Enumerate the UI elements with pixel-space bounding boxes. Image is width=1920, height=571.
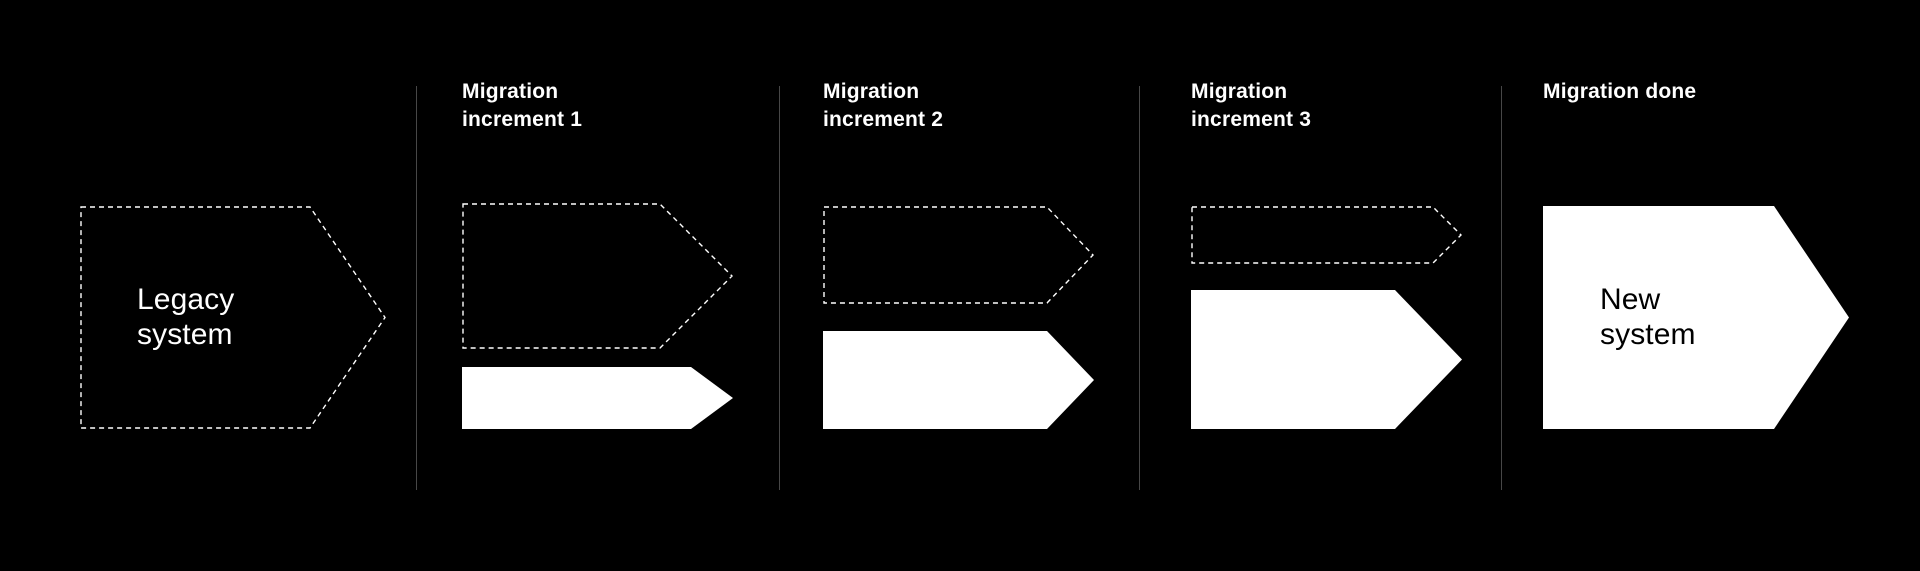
stage-divider-2 xyxy=(779,86,780,490)
legacy-remaining-dashed-shape-2 xyxy=(823,206,1094,304)
new-system-text: New system xyxy=(1600,283,1696,352)
new-portion-solid-shape-1 xyxy=(462,367,733,429)
stage-title-done: Migration done xyxy=(1543,80,1697,103)
stage-title-increment-1: Migration increment 1 xyxy=(462,80,583,131)
legacy-remaining-dashed-shape-3 xyxy=(1191,206,1462,264)
legacy-system-text: Legacy system xyxy=(137,283,235,352)
stage-divider-3 xyxy=(1139,86,1140,490)
legacy-remaining-dashed-shape-1 xyxy=(462,203,733,349)
legacy-system-dashed-shape xyxy=(80,206,386,429)
stage-divider-4 xyxy=(1501,86,1502,490)
new-portion-solid-shape-2 xyxy=(823,331,1094,429)
new-system-solid-shape xyxy=(1543,206,1849,429)
stage-title-increment-3: Migration increment 3 xyxy=(1191,80,1312,131)
stage-divider-1 xyxy=(416,86,417,490)
new-portion-solid-shape-3 xyxy=(1191,290,1462,429)
stage-title-increment-2: Migration increment 2 xyxy=(823,80,944,131)
